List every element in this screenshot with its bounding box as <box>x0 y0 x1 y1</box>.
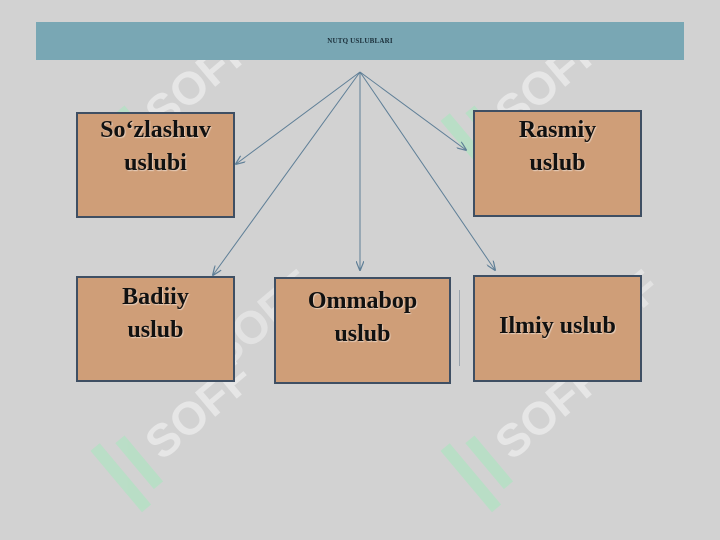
diagram-title: NUTQ USLUBLARI <box>327 37 393 45</box>
node-badiiy-uslub: Badiiy uslub <box>76 276 235 382</box>
node-ommabop-uslub: Ommabop uslub <box>274 277 451 384</box>
node-sozlashuv-uslubi: So‘zlashuv uslubi <box>76 112 235 218</box>
node-label: Rasmiy uslub <box>518 116 597 176</box>
node-label: Ommabop uslub <box>307 287 418 347</box>
arrow-to-ilmiy <box>359 71 495 270</box>
arrow-to-rasmiy <box>359 71 466 150</box>
divider-line <box>459 290 460 366</box>
node-label: So‘zlashuv uslubi <box>100 117 211 176</box>
node-ilmiy-uslub: Ilmiy uslub <box>473 275 642 382</box>
title-bar: NUTQ USLUBLARI <box>36 22 684 60</box>
arrow-to-badiiy <box>213 71 361 275</box>
node-rasmiy-uslub: Rasmiy uslub <box>473 110 642 217</box>
node-label: Ilmiy uslub <box>499 313 616 339</box>
node-label: Badiiy uslub <box>122 284 189 343</box>
arrow-to-sozlashuv <box>236 71 361 164</box>
